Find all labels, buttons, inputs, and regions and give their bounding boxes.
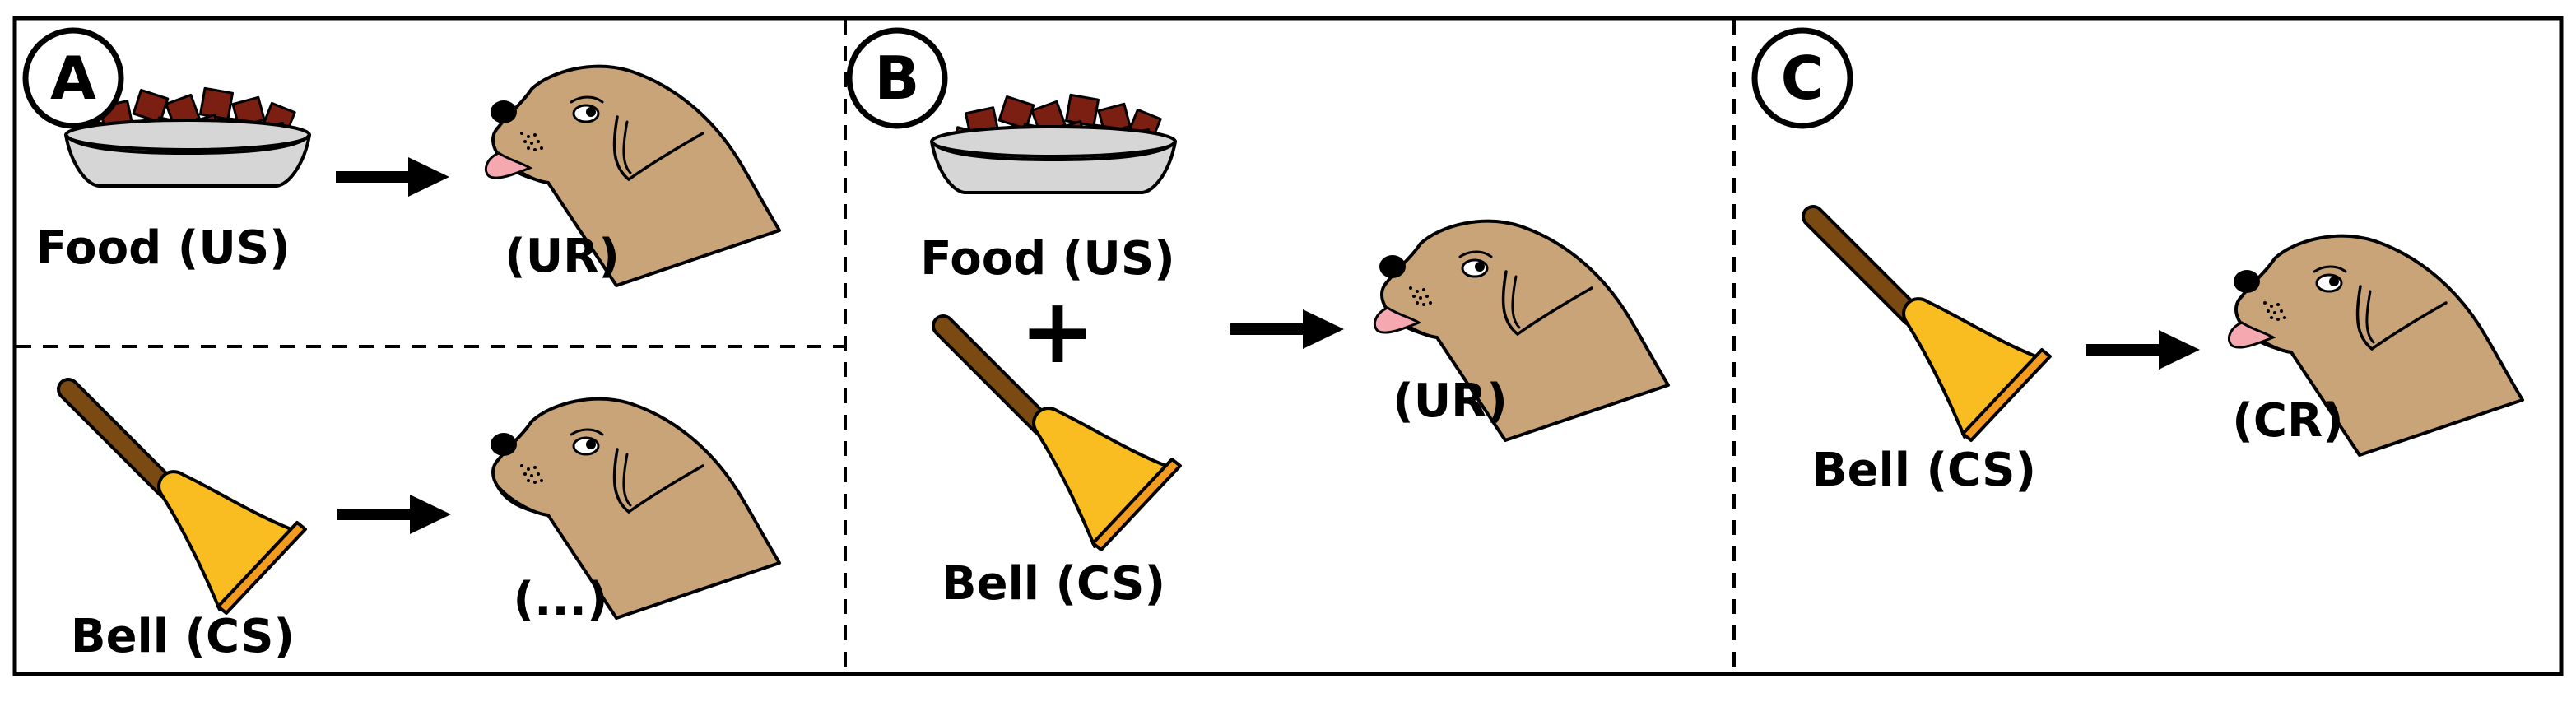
ur-label: (UR)	[505, 230, 620, 283]
no-response-label: (...)	[513, 573, 607, 626]
panel-b: B Food (US) + Bell (CS) (UR)	[846, 27, 1668, 611]
bell-cs-label: Bell (CS)	[942, 557, 1165, 611]
food-us-label: Food (US)	[920, 232, 1175, 286]
arrow-right-icon	[336, 157, 449, 197]
panel-a-top: A Food (US) (UR)	[22, 27, 779, 286]
bell-cs-label: Bell (CS)	[1812, 444, 2036, 497]
panel-c-letter: C	[1781, 44, 1825, 113]
panel-b-letter: B	[875, 44, 920, 113]
ur-label: (UR)	[1393, 374, 1508, 428]
bell-icon	[68, 389, 305, 613]
panel-a-letter: A	[50, 44, 96, 113]
arrow-right-icon	[337, 495, 451, 534]
arrow-right-icon	[2086, 330, 2200, 370]
food-us-label: Food (US)	[35, 221, 291, 275]
bell-cs-label: Bell (CS)	[71, 610, 295, 663]
panel-a: A Food (US) (UR) Bell (CS) (...)	[22, 27, 781, 663]
cr-label: (CR)	[2232, 394, 2343, 448]
bell-icon	[1813, 216, 2050, 440]
outer-frame	[12, 16, 2564, 676]
panel-c-badge	[1751, 27, 1853, 129]
panel-b-badge	[846, 27, 948, 129]
plus-sign: +	[1020, 278, 1095, 384]
panel-c: C Bell (CS) (CR)	[1751, 27, 2523, 497]
panel-a-bottom: Bell (CS) (...)	[68, 389, 781, 663]
arrow-right-icon	[1230, 309, 1344, 349]
food-bowl-icon	[930, 93, 1177, 194]
panel-a-badge	[22, 27, 124, 129]
